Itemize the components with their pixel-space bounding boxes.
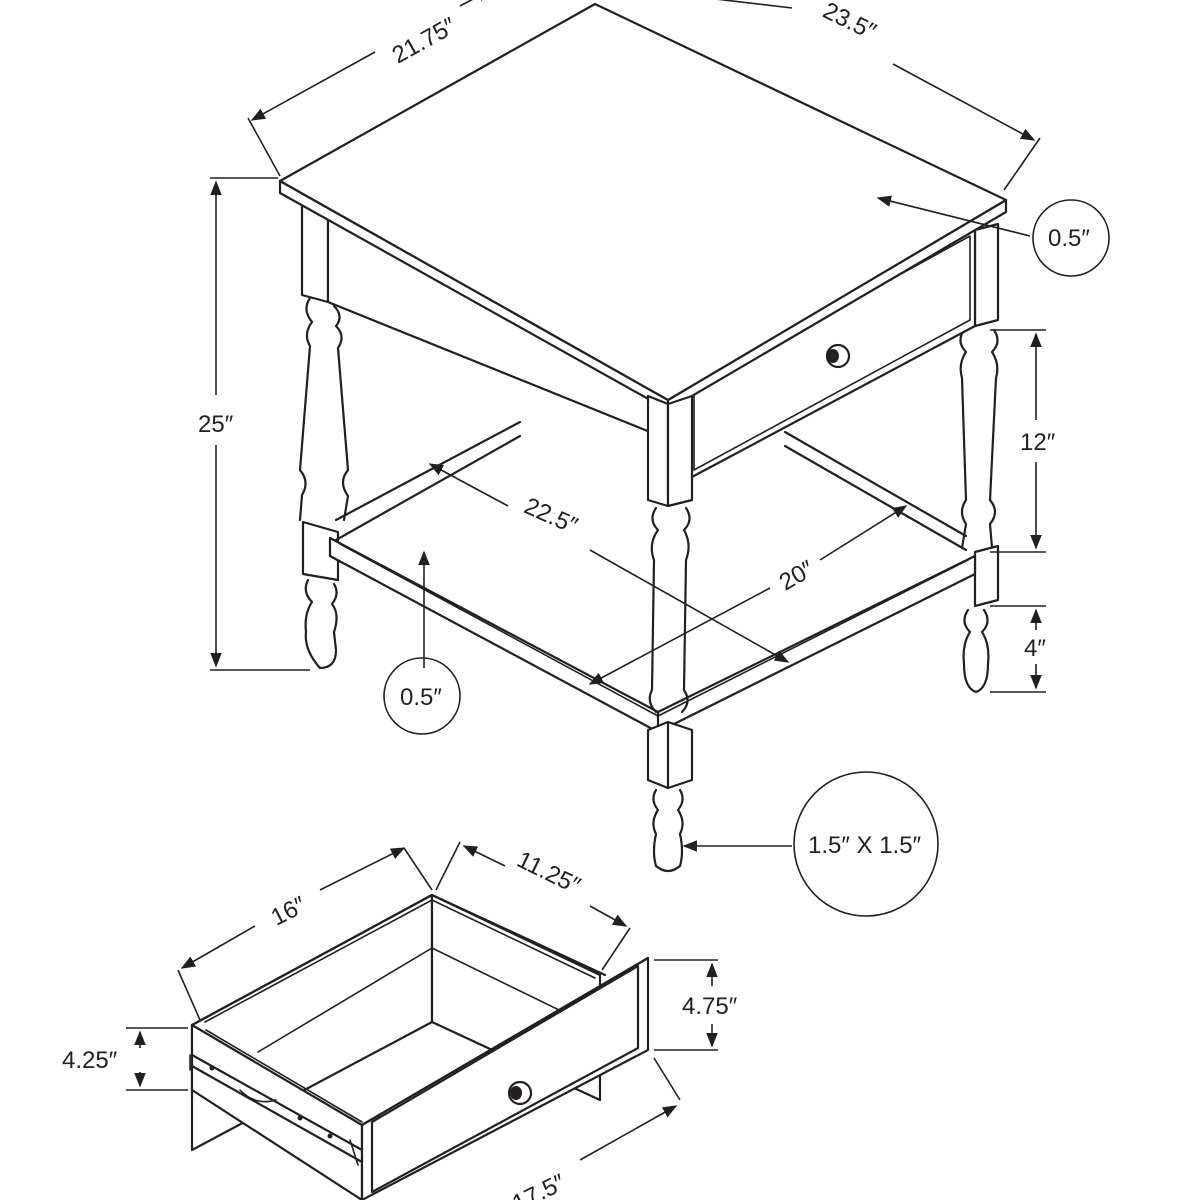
label-table-height: 25″ (198, 411, 234, 438)
dimension-lines (126, 0, 1046, 1161)
end-table (278, 2, 1008, 873)
label-drawer-side-height: 4.25″ (62, 1047, 118, 1074)
label-shelf-thickness: 0.5″ (400, 684, 442, 711)
label-table-width: 21.75″ (388, 12, 461, 69)
callout-circle-top-thickness (1032, 199, 1110, 277)
label-drawer-inner-width: 11.25″ (513, 846, 585, 900)
front-leg (646, 394, 694, 873)
label-shelf-width: 22.5″ (520, 493, 582, 540)
callout-circle-leg-size (793, 771, 939, 917)
label-leg-size: 1.5″ X 1.5″ (808, 832, 922, 859)
label-shelf-depth: 20″ (775, 555, 819, 596)
label-drawer-front-height: 4.75″ (682, 993, 738, 1020)
table-top (278, 2, 1008, 412)
label-foot-height: 4″ (1024, 635, 1046, 662)
label-drawer-front-width: 17.5″ (508, 1169, 570, 1200)
label-table-depth: 23.5″ (819, 0, 881, 46)
drawer (189, 893, 650, 1200)
label-drawer-clearance: 12″ (1020, 429, 1056, 456)
label-top-thickness: 0.5″ (1048, 225, 1090, 252)
callout-circle-shelf-thickness (383, 657, 461, 735)
drawer-knob-front (507, 1080, 533, 1106)
drawer-knob (825, 343, 851, 369)
drawer-slide-rail (189, 1053, 364, 1166)
label-drawer-depth: 16″ (267, 891, 311, 931)
